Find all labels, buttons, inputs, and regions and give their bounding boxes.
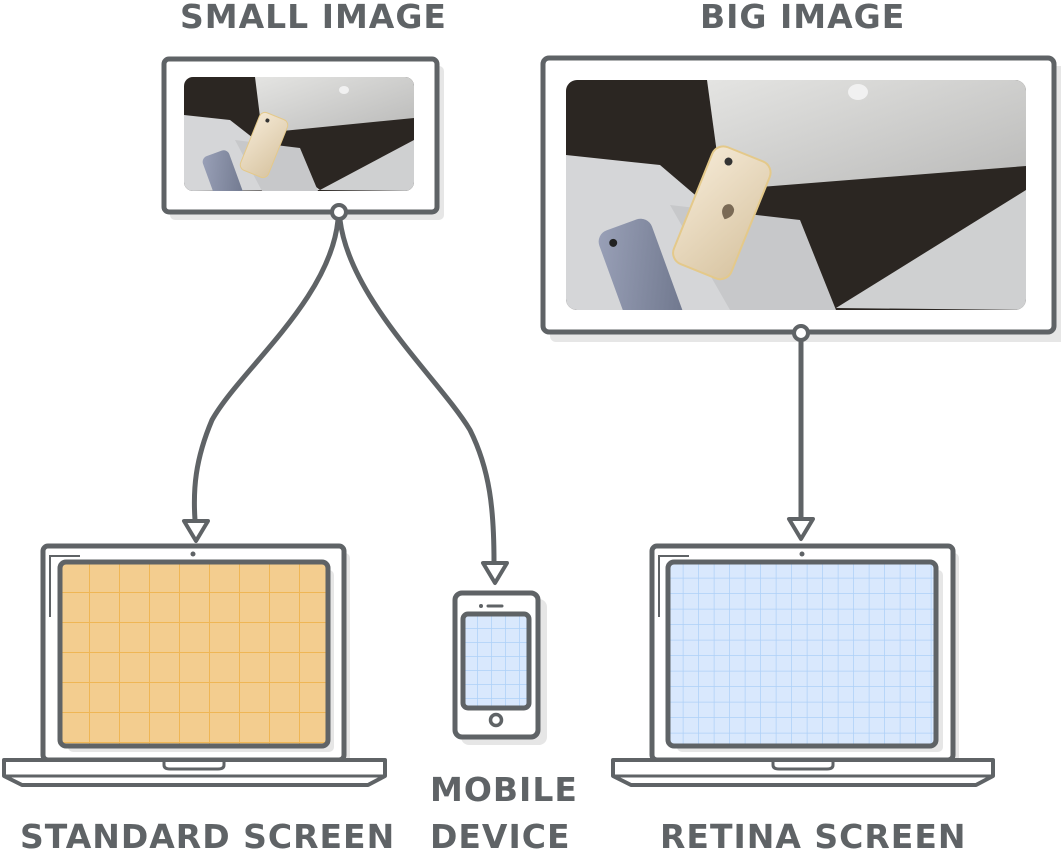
connector-small-to-standard: [191, 219, 341, 521]
big-image-photo: [566, 80, 1026, 310]
mobile-device: [452, 590, 547, 745]
small-image-frame: [161, 56, 444, 220]
big-image-anchor: [792, 324, 810, 342]
retina-laptop: [611, 543, 995, 787]
mobile-device-label-line1: MOBILE: [430, 770, 578, 809]
arrow-head-mobile: [481, 561, 509, 585]
retina-screen-label: RETINA SCREEN: [660, 817, 967, 856]
connector-small-to-mobile: [337, 219, 497, 563]
standard-laptop: [2, 543, 387, 787]
big-image-frame: [540, 55, 1061, 342]
connectors: [191, 219, 804, 563]
standard-screen-grid: [57, 559, 331, 749]
mobile-device-label-line2: DEVICE: [430, 817, 571, 856]
small-image-photo: [184, 77, 414, 191]
big-image-label: BIG IMAGE: [700, 0, 906, 36]
arrow-head-standard: [182, 519, 210, 543]
small-image-label: SMALL IMAGE: [180, 0, 447, 36]
standard-screen-label: STANDARD SCREEN: [20, 817, 396, 856]
small-image-anchor: [330, 203, 348, 221]
arrow-head-retina: [787, 517, 815, 541]
retina-screen-grid: [665, 559, 939, 749]
mobile-screen-grid: [460, 611, 532, 711]
